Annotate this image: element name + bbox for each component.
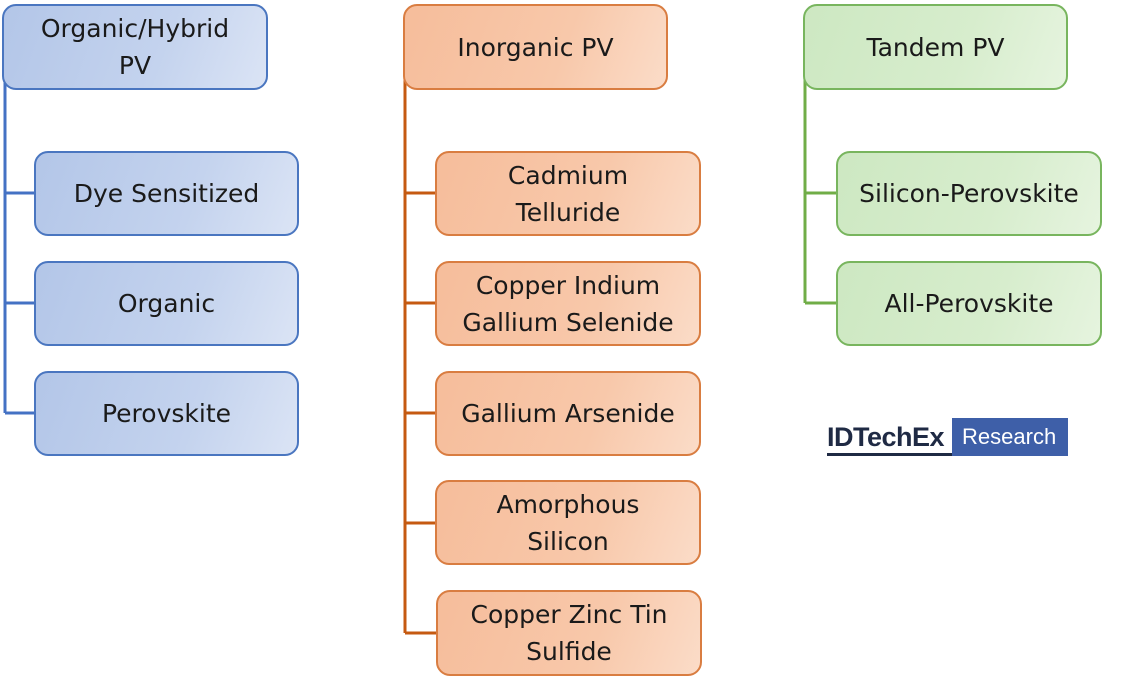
- silicon-perovskite-box: Silicon-Perovskite: [836, 151, 1102, 236]
- inorganic-pv-header: Inorganic PV: [403, 4, 668, 90]
- gallium-arsenide-box: Gallium Arsenide: [435, 371, 701, 456]
- logo-badge: Research: [952, 418, 1069, 456]
- cadmium-telluride-box: Cadmium Telluride: [435, 151, 701, 236]
- cigs-box: Copper Indium Gallium Selenide: [435, 261, 701, 346]
- tandem-pv-header: Tandem PV: [803, 4, 1068, 90]
- logo-brand: IDTechEx: [827, 418, 953, 456]
- idtechex-research-logo: IDTechEx Research: [827, 418, 1069, 456]
- perovskite-box: Perovskite: [34, 371, 299, 456]
- czts-box: Copper Zinc Tin Sulfide: [436, 590, 702, 676]
- all-perovskite-box: All-Perovskite: [836, 261, 1102, 346]
- organic-hybrid-pv-header: Organic/Hybrid PV: [2, 4, 268, 90]
- amorphous-silicon-box: Amorphous Silicon: [435, 480, 701, 565]
- dye-sensitized-box: Dye Sensitized: [34, 151, 299, 236]
- organic-box: Organic: [34, 261, 299, 346]
